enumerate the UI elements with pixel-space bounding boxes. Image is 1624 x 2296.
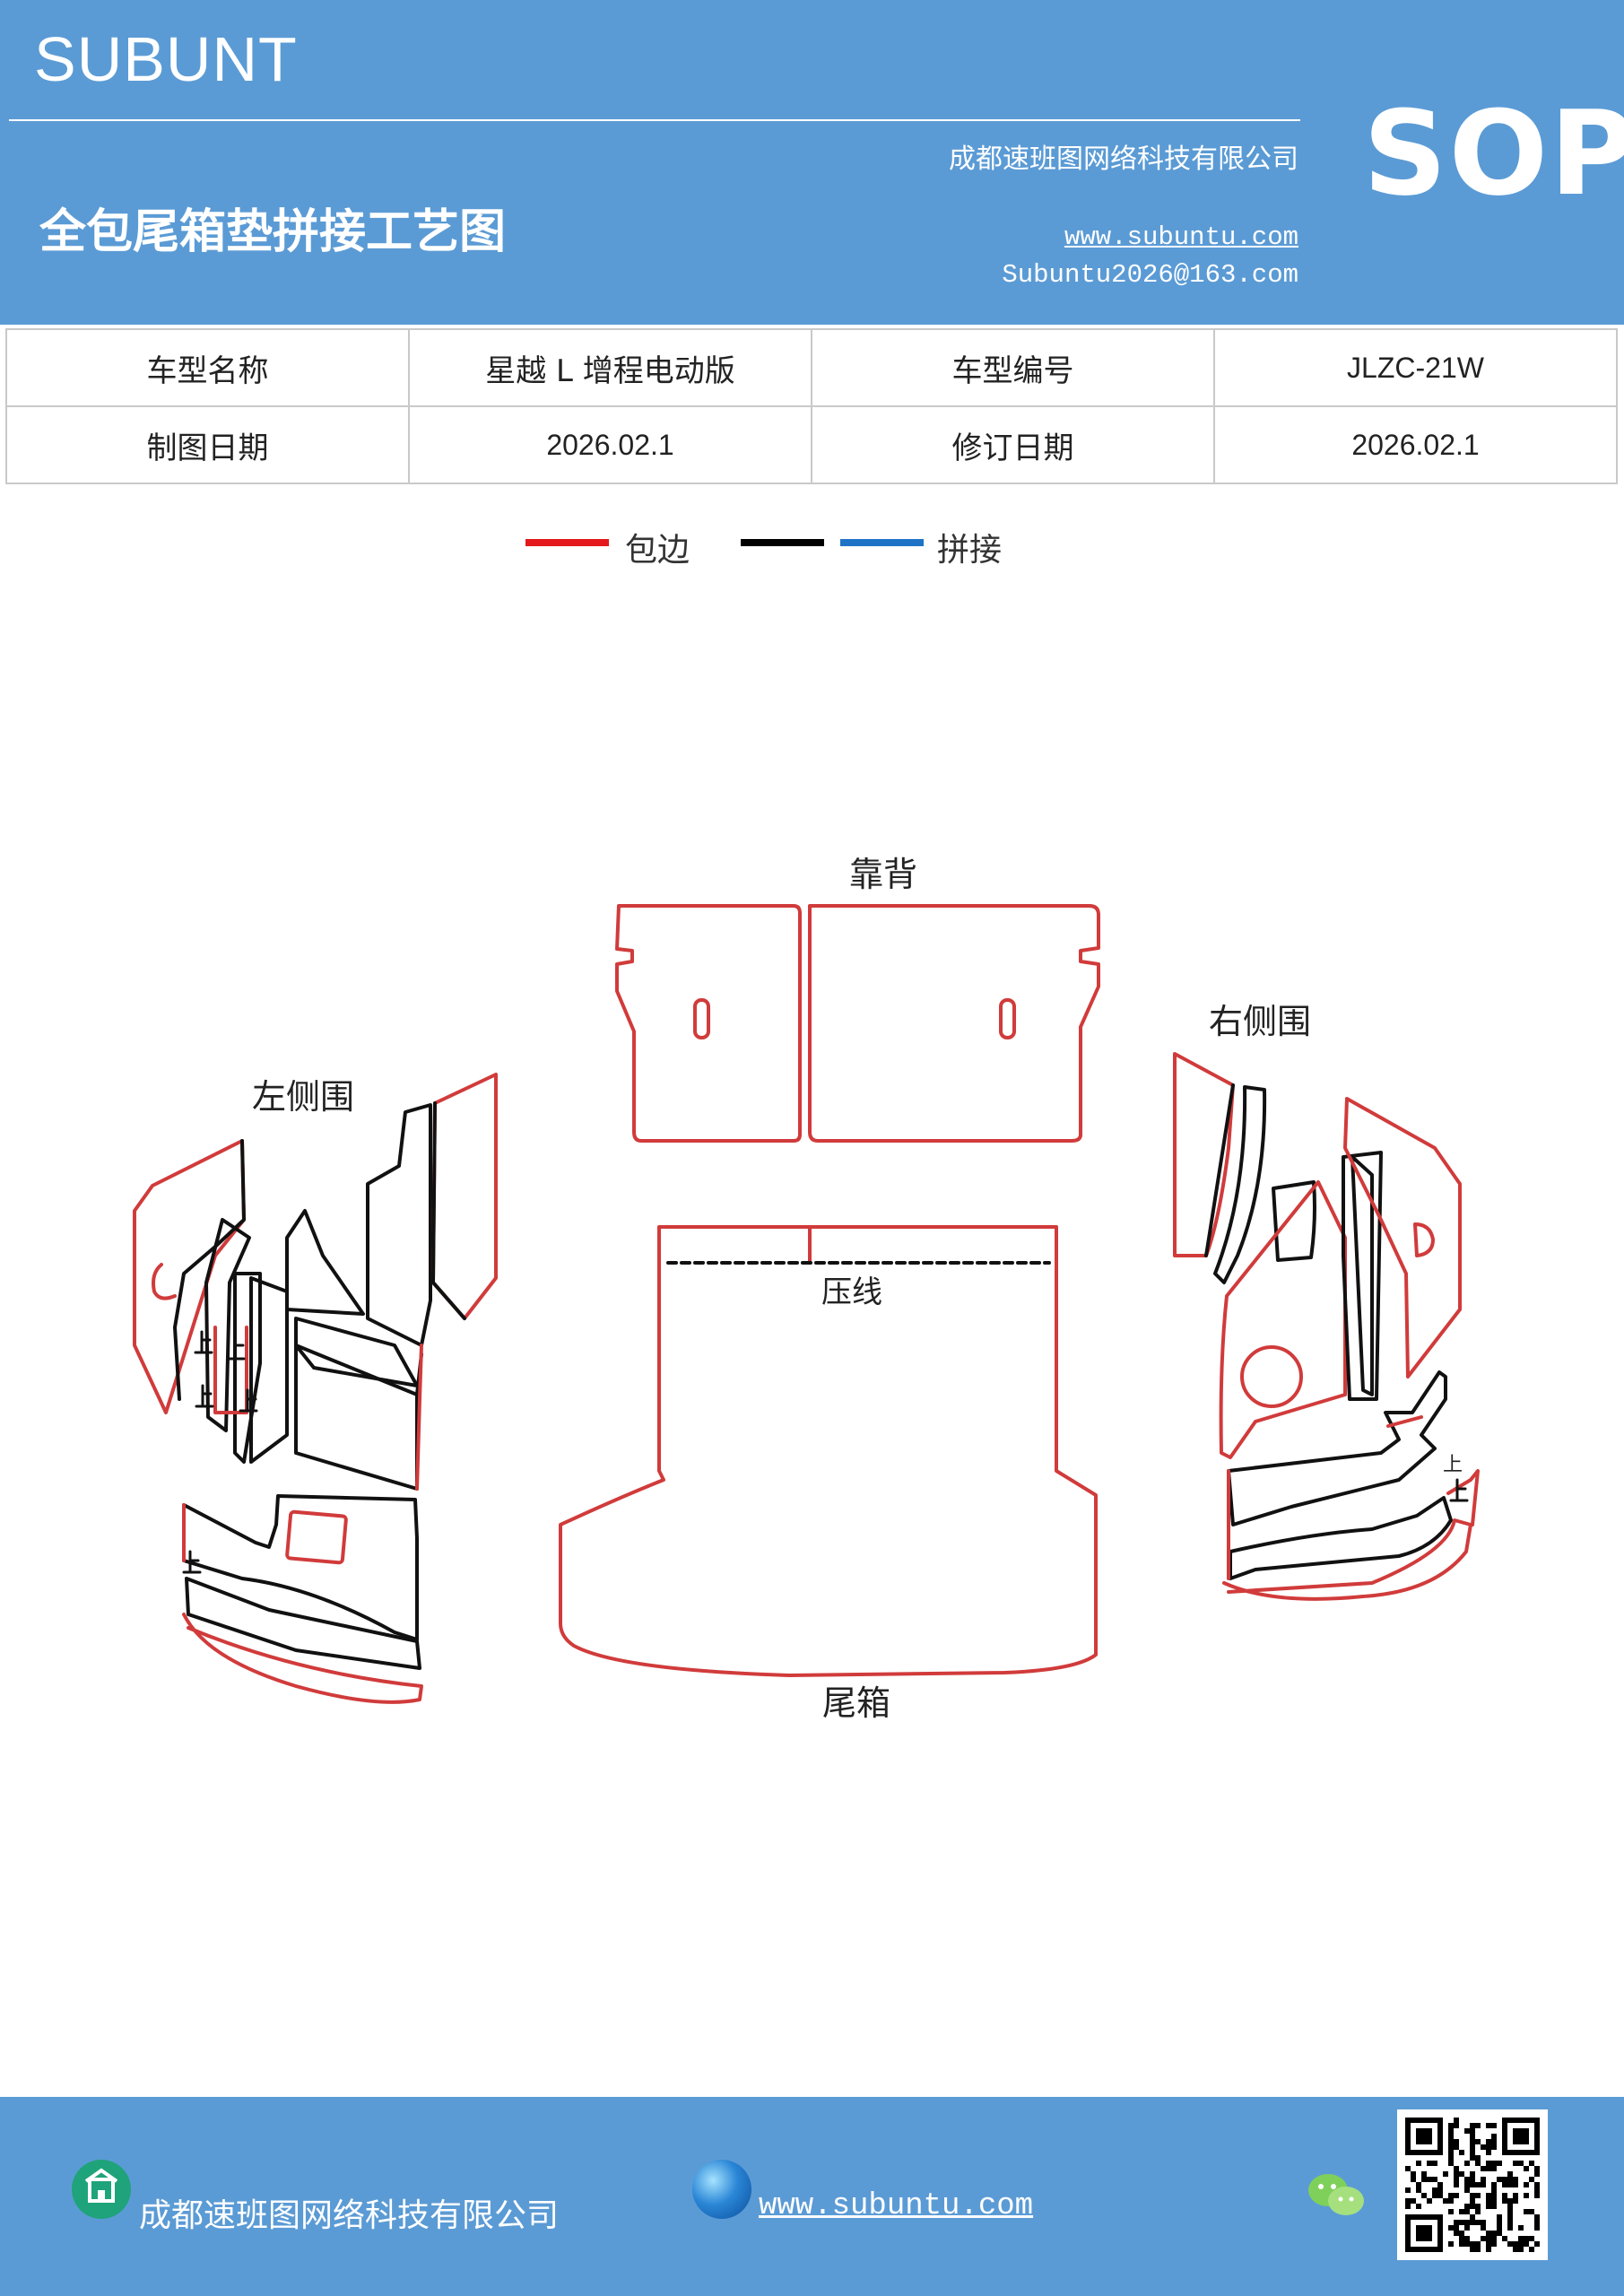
mat-diagram: 靠背 左侧围 右侧围 压线 尾箱 上 [133, 855, 1480, 1723]
press-line-label: 压线 [821, 1274, 882, 1310]
sop-badge: SOP [1363, 85, 1624, 222]
wechat-icon [1305, 2169, 1368, 2222]
table-cell: 车型编号 [811, 328, 1215, 407]
table-cell: 2026.02.1 [408, 405, 812, 484]
left-panel-strip-1 [204, 1218, 251, 1432]
left-panel-tall-2 [431, 1073, 498, 1320]
right-panel-tall [1343, 1097, 1462, 1378]
header-banner: SUBUNT 全包尾箱垫拼接工艺图 成都速班图网络科技有限公司 www.subu… [0, 0, 1624, 325]
footer-website-link[interactable]: www.subuntu.com [759, 2189, 1034, 2223]
table-cell: 2026.02.1 [1213, 405, 1618, 484]
left-panel-window [285, 1509, 348, 1565]
table-row: 车型名称 星越 L 增程电动版 车型编号 JLZC-21W [5, 328, 1618, 407]
left-panel-lower-edge [182, 1613, 423, 1704]
left-panel-label: 左侧围 [252, 1077, 354, 1117]
trunk-floor-panel [559, 1225, 1098, 1677]
email-address: Subuntu2026@163.com [1002, 260, 1298, 290]
qr-code[interactable] [1397, 2109, 1548, 2260]
right-panel-label: 右侧围 [1209, 1002, 1311, 1041]
backrest-left-slot [693, 998, 710, 1039]
backrest-right-slot [999, 998, 1016, 1039]
left-panel-splice-red [213, 1326, 248, 1414]
globe-icon [692, 2160, 751, 2219]
right-panel-upper-outer [1173, 1052, 1235, 1257]
table-cell: 修订日期 [811, 405, 1215, 484]
right-panel-lower-edge [1222, 1518, 1472, 1601]
legend-swatch-blue [840, 539, 924, 546]
legend-label-splice: 拼接 [937, 532, 1003, 569]
company-name: 成都速班图网络科技有限公司 [949, 144, 1298, 175]
left-panel-mid-2 [294, 1317, 419, 1387]
backrest-left-panel [615, 904, 802, 1143]
right-panel-tab [1446, 1469, 1480, 1526]
table-cell: 制图日期 [5, 405, 410, 484]
backrest-right-panel [808, 904, 1100, 1143]
right-panel-strip-4 [1350, 1155, 1374, 1396]
legend-label-edging: 包边 [625, 532, 690, 569]
table-row: 制图日期 2026.02.1 修订日期 2026.02.1 [5, 405, 1618, 484]
left-panel-strip-3 [249, 1276, 289, 1464]
right-panel-main [1219, 1180, 1347, 1459]
trunk-label: 尾箱 [822, 1683, 890, 1723]
right-panel-strip-1 [1213, 1085, 1267, 1284]
left-panel-lower-1 [182, 1494, 419, 1641]
right-panel-lower-2 [1229, 1496, 1453, 1580]
website-link[interactable]: www.subuntu.com [1064, 222, 1298, 252]
footer-banner: 成都速班图网络科技有限公司 www.subuntu.com [0, 2097, 1624, 2296]
page-title: 全包尾箱垫拼接工艺图 [39, 204, 507, 259]
right-panel-lower-1 [1227, 1370, 1447, 1526]
up-mark-text: 上 [1443, 1454, 1463, 1476]
backrest-label: 靠背 [849, 855, 917, 894]
table-cell: 星越 L 增程电动版 [408, 328, 812, 407]
footer-company-name: 成都速班图网络科技有限公司 [139, 2197, 560, 2234]
right-panel-circle [1240, 1345, 1303, 1408]
legend: 包边 拼接 [0, 524, 1624, 578]
table-cell: JLZC-21W [1213, 328, 1618, 407]
left-panel-mid-1 [285, 1209, 365, 1316]
legend-swatch-edging [525, 539, 609, 546]
legend-swatch-black [741, 539, 824, 546]
left-panel-lower-2 [185, 1577, 421, 1670]
brand-logo-text: SUBUNT [34, 24, 298, 94]
up-mark-group [182, 1330, 1469, 1574]
left-panel-tall-1 [366, 1103, 432, 1347]
header-divider [9, 119, 1300, 121]
table-cell: 车型名称 [5, 328, 410, 407]
info-table: 车型名称 星越 L 增程电动版 车型编号 JLZC-21W 制图日期 2026.… [5, 328, 1618, 484]
right-panel-strip-3 [1342, 1151, 1383, 1401]
building-icon [72, 2160, 131, 2219]
